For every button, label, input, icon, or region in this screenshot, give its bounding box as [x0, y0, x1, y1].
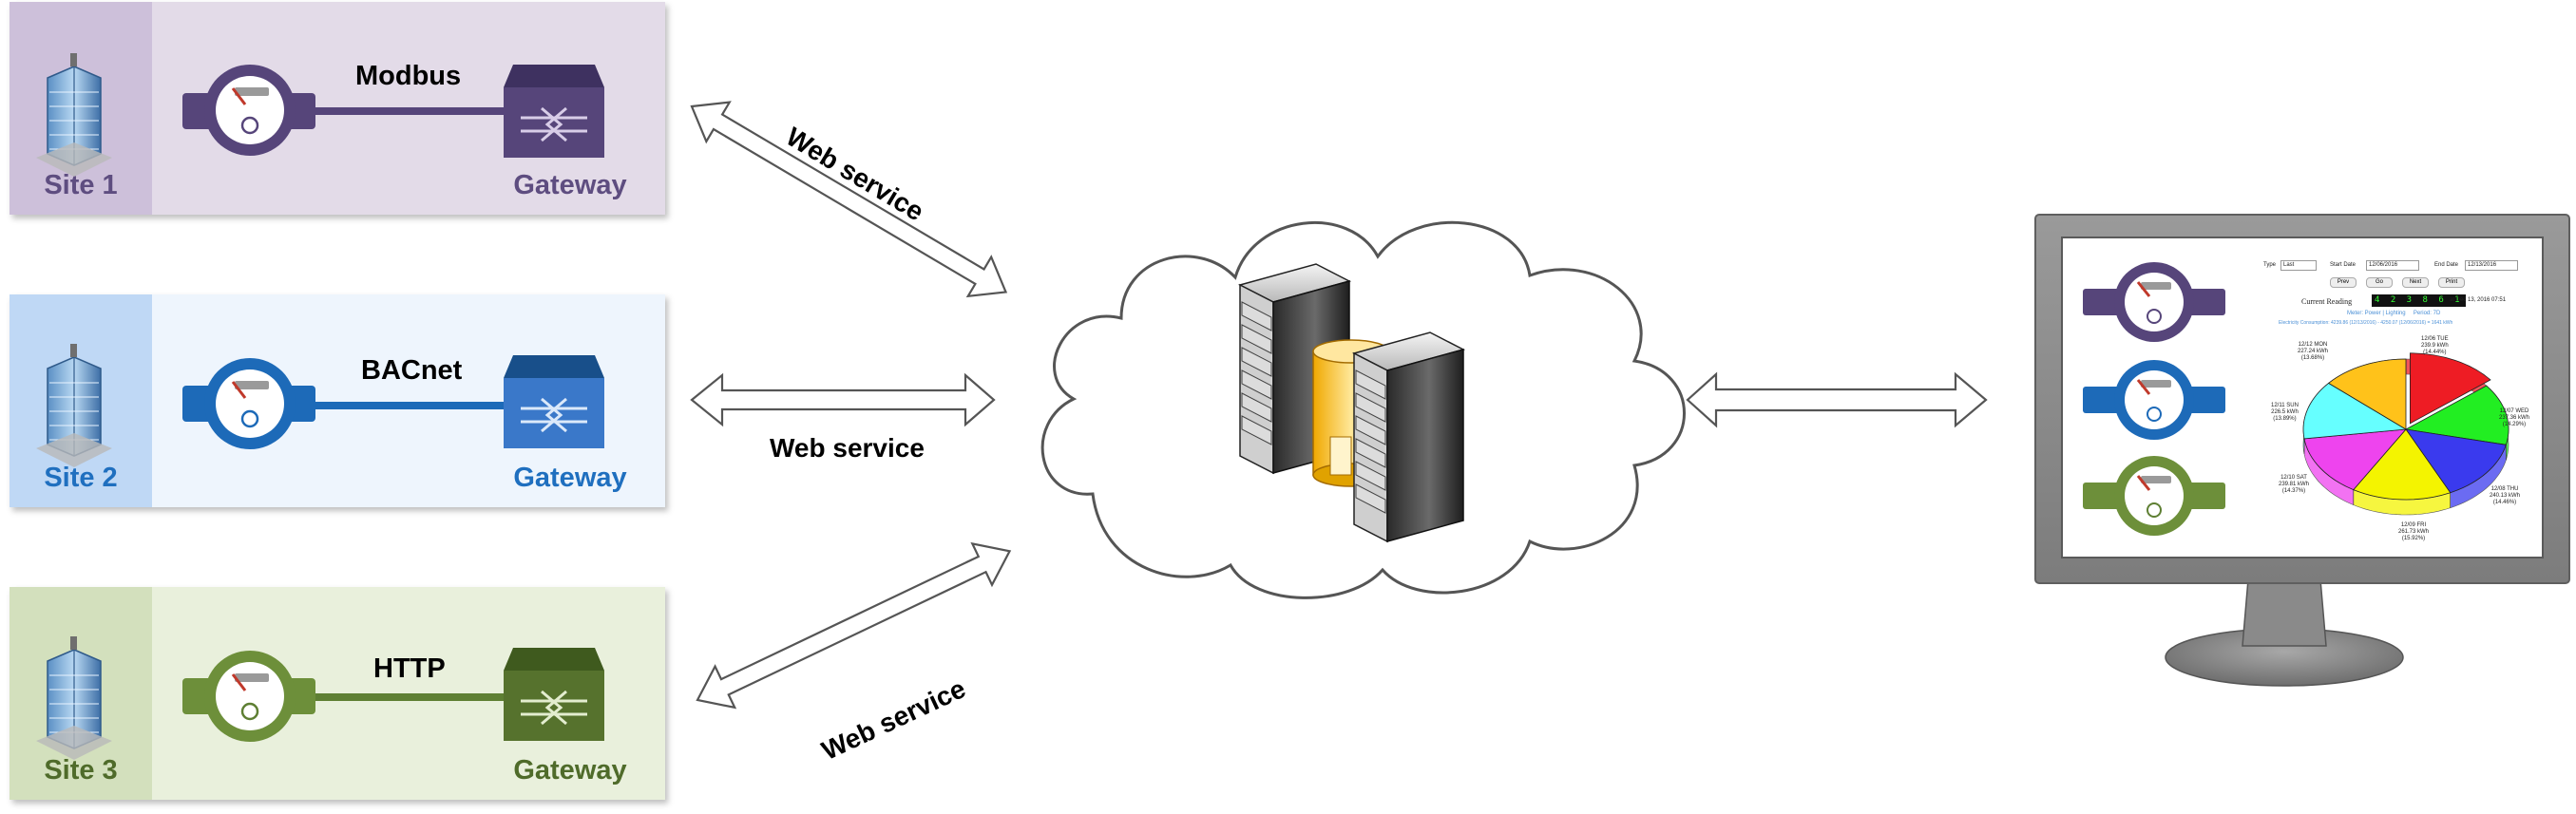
- prev-button[interactable]: Prev: [2330, 277, 2357, 288]
- meter-icon: [2083, 456, 2225, 536]
- meter-icon: [182, 651, 504, 742]
- meter-icon: [182, 65, 504, 156]
- gateway-icon: [504, 355, 604, 448]
- gateway-icon: [504, 648, 604, 741]
- gateway-label-1: Gateway: [513, 170, 627, 200]
- building-icon: [36, 53, 112, 177]
- current-reading-date: at Dec 13, 2016 07:51: [2450, 297, 2507, 303]
- next-button[interactable]: Next: [2402, 277, 2429, 288]
- server-icon: [1237, 263, 1352, 475]
- pie-slice: [2404, 385, 2509, 445]
- current-reading-label: Current Reading: [2301, 297, 2353, 306]
- site-label-3: Site 3: [44, 755, 118, 786]
- type-select[interactable]: Last: [2280, 260, 2317, 271]
- end-date-input[interactable]: 12/13/2016: [2465, 260, 2518, 271]
- pie-slice: [2410, 352, 2491, 425]
- pie-slice: [2302, 382, 2408, 440]
- meter-icon: [2083, 262, 2225, 342]
- protocol-label-1: Modbus: [355, 61, 462, 91]
- pie-slice: [2303, 428, 2407, 491]
- double-arrow-icon: [696, 541, 1012, 710]
- gateway-label-2: Gateway: [513, 463, 627, 493]
- pie-slice: [2327, 358, 2407, 430]
- meter-icon: [2083, 360, 2225, 440]
- current-reading-value: 4 2 3 8 6 1: [2372, 294, 2466, 307]
- print-button[interactable]: Print: [2438, 277, 2465, 288]
- server-icon: [1351, 331, 1466, 543]
- site-label-1: Site 1: [44, 170, 118, 200]
- web-service-label-2: Web service: [770, 433, 925, 463]
- pie-chart: [2302, 352, 2509, 516]
- double-arrow-icon: [690, 372, 996, 427]
- start-date-input[interactable]: 12/06/2016: [2366, 260, 2419, 271]
- go-button[interactable]: Go: [2366, 277, 2393, 288]
- pie-slice: [2353, 428, 2452, 501]
- gateway-label-3: Gateway: [513, 755, 627, 786]
- double-arrow-icon: [690, 101, 1008, 298]
- protocol-label-2: BACnet: [361, 355, 463, 386]
- building-icon: [36, 636, 112, 760]
- protocol-label-3: HTTP: [373, 653, 446, 684]
- site-label-2: Site 2: [44, 463, 118, 493]
- consumption-line: Electricity Consumption: 4239.86 (12/13/…: [2279, 320, 2453, 326]
- meter-icon: [182, 358, 504, 449]
- start-date-label: Start Date: [2330, 262, 2357, 268]
- pie-slice: [2405, 428, 2507, 494]
- type-label: Type: [2263, 262, 2277, 268]
- end-date-label: End Date: [2434, 262, 2459, 268]
- meter-filter-line: Meter: Power | Lighting Period: 7D: [2347, 311, 2441, 316]
- gateway-icon: [504, 65, 604, 158]
- building-icon: [36, 344, 112, 467]
- double-arrow-icon: [1686, 371, 1988, 428]
